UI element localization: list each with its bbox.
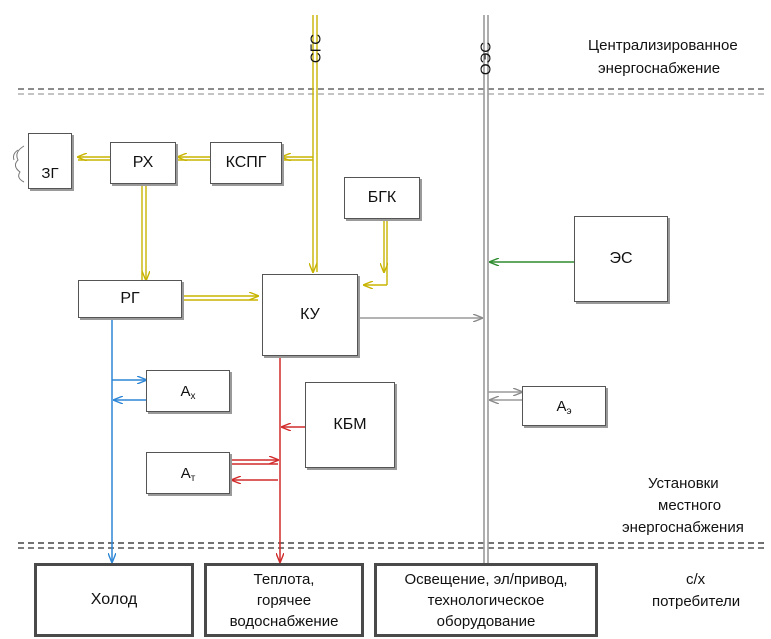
consumer-power-line3: оборудование <box>436 612 536 630</box>
kspg-block: КСПГ <box>210 142 282 184</box>
kspg-label: КСПГ <box>225 154 267 171</box>
bgk-label: БГК <box>367 189 397 206</box>
at-label-base: А <box>180 464 191 482</box>
sgs-label: СГС <box>307 33 325 64</box>
at-block: Ат <box>146 452 230 494</box>
zone-centralized-line1: Централизированное <box>588 37 738 54</box>
zone-local-line2: местного <box>658 497 722 514</box>
bgk-block: БГК <box>344 177 420 219</box>
ae-label-base: А <box>556 397 567 415</box>
consumer-heat-line2: горячее <box>256 591 312 609</box>
zone-agri-line1: с/х <box>686 571 706 588</box>
consumer-power-line1: Освещение, эл/привод, <box>404 570 568 588</box>
zg-label: ЗГ <box>41 165 59 182</box>
heat-line <box>230 354 305 562</box>
ax-block: Ах <box>146 370 230 412</box>
zone-agri-line2: потребители <box>652 593 741 610</box>
electric-main-line <box>358 15 522 572</box>
cold-line <box>112 318 146 562</box>
rx-label: РХ <box>132 154 154 171</box>
consumer-heat-line3: водоснабжение <box>229 612 339 630</box>
zone-local-line3: энергоснабжения <box>622 519 744 536</box>
ae-label-sub: э <box>566 405 572 417</box>
consumer-cold-label: Холод <box>90 591 138 608</box>
es-label: ЭС <box>609 250 633 267</box>
es-block: ЭС <box>574 216 668 302</box>
ku-block: КУ <box>262 274 358 356</box>
zone-local-line1: Установки <box>648 475 719 492</box>
consumer-power-line2: технологическое <box>427 591 545 609</box>
zg-block: ЗГ <box>28 133 72 189</box>
consumer-cold: Холод <box>34 563 194 637</box>
rg-block: РГ <box>78 280 182 318</box>
ax-label: Ах <box>180 382 196 402</box>
ax-label-sub: х <box>190 390 196 402</box>
zone-separators <box>18 88 765 549</box>
ax-label-base: А <box>180 382 191 400</box>
kbm-block: КБМ <box>305 382 395 468</box>
at-label-sub: т <box>190 472 196 484</box>
rx-block: РХ <box>110 142 176 184</box>
at-label: Ат <box>180 464 196 484</box>
consumer-heat-line1: Теплота, <box>253 570 315 588</box>
rg-label: РГ <box>120 290 140 307</box>
zone-centralized-line2: энергоснабжение <box>598 60 721 77</box>
consumer-power: Освещение, эл/привод, технологическое об… <box>374 563 598 637</box>
ae-label: Аэ <box>556 397 572 417</box>
oes-label: ОЭС <box>477 41 495 76</box>
consumer-heat: Теплота, горячее водоснабжение <box>204 563 364 637</box>
kbm-label: КБМ <box>333 416 367 433</box>
ae-block: Аэ <box>522 386 606 426</box>
gas-main-line <box>78 15 387 301</box>
ku-label: КУ <box>300 306 320 323</box>
